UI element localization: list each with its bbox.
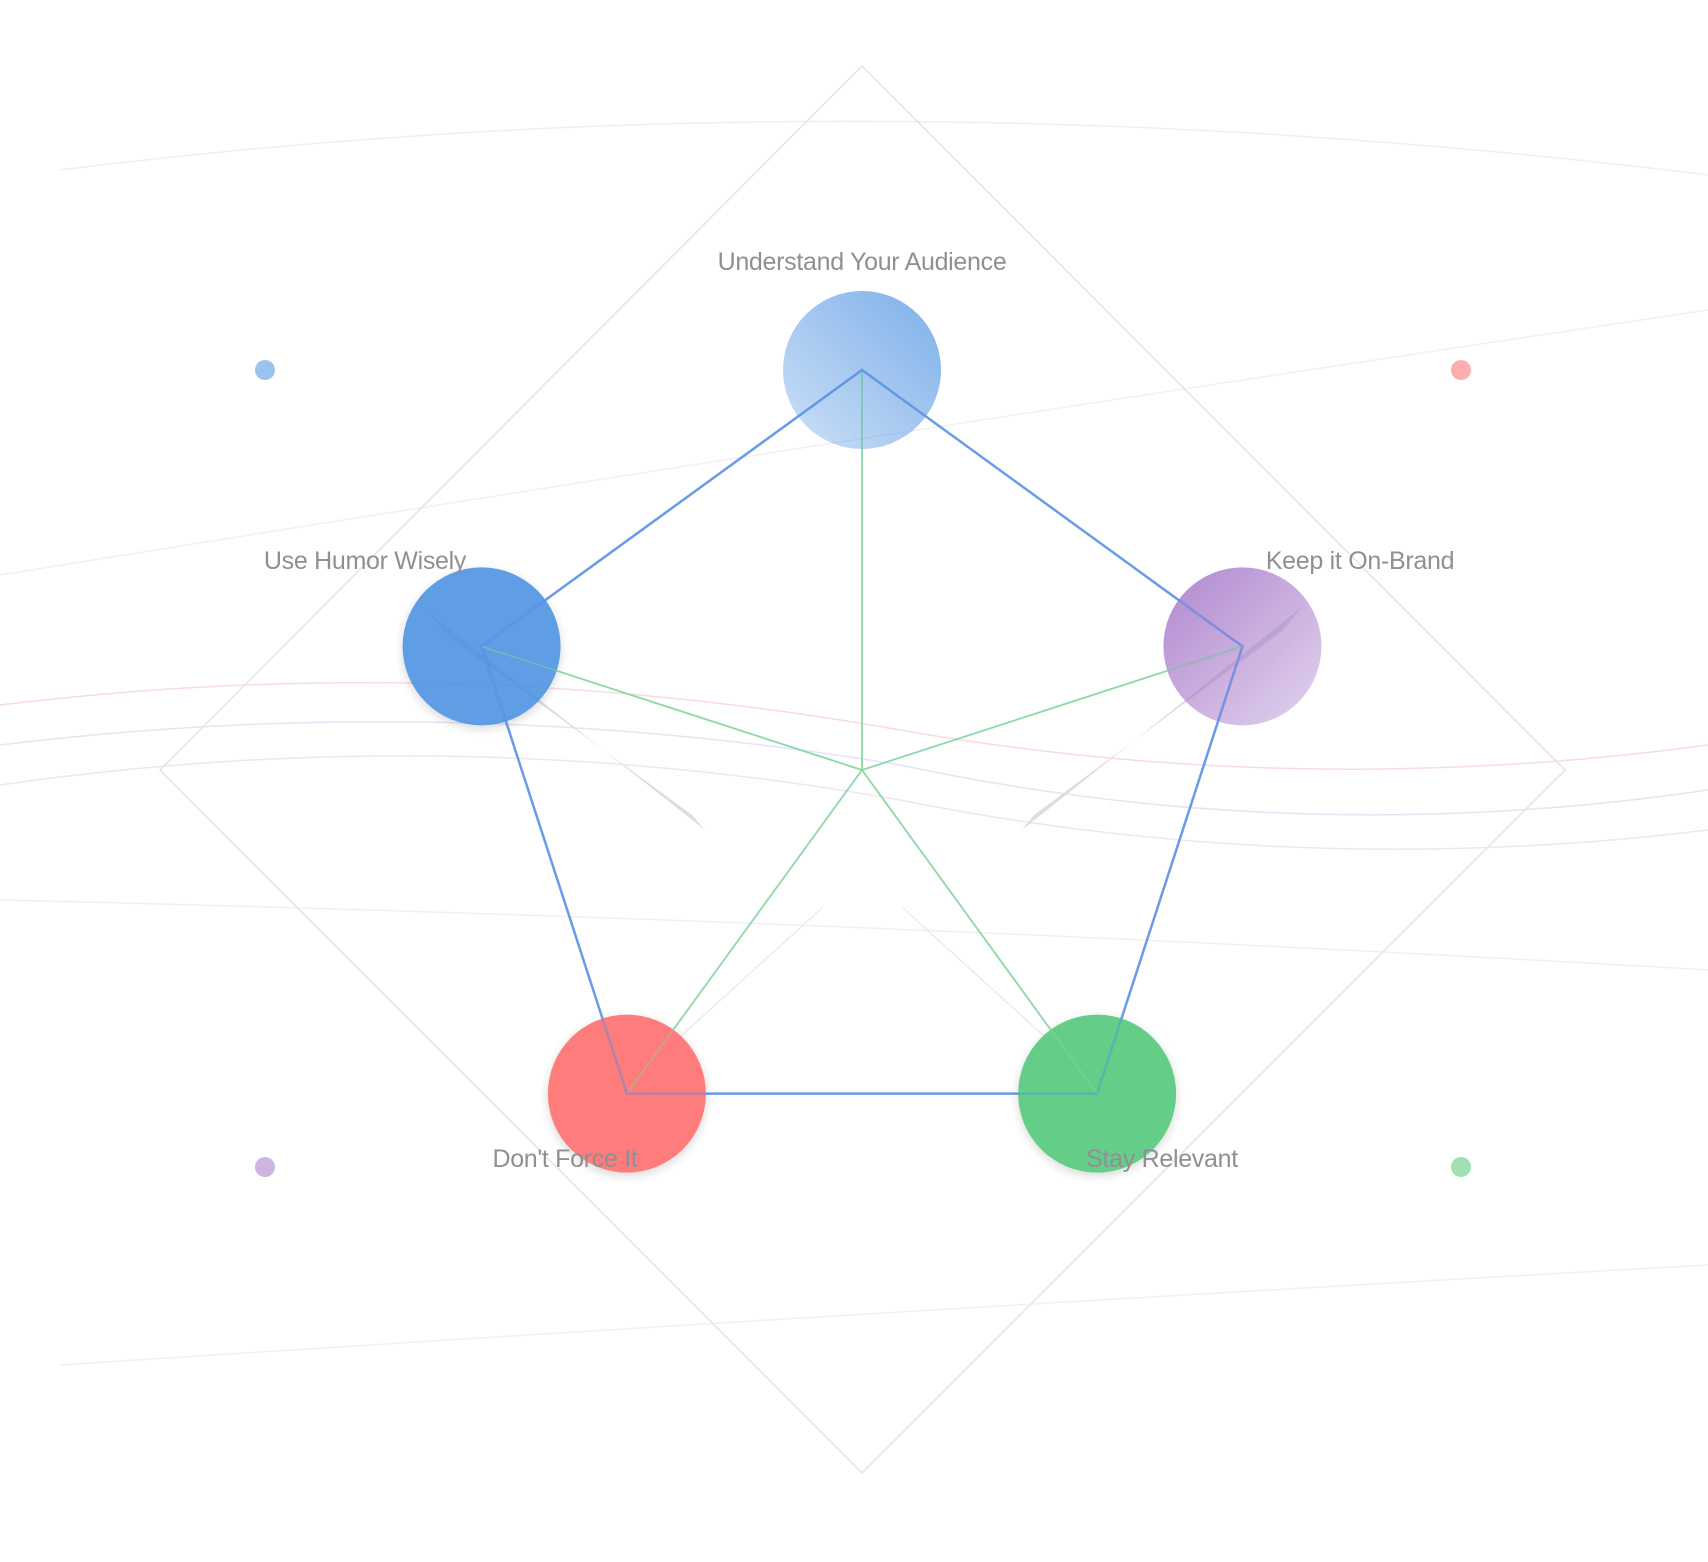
edge-overlay-2	[1096, 646, 1244, 1094]
bg-curve-pink	[0, 681, 1708, 770]
background-curves	[0, 120, 1708, 1366]
spoke-overlay-dont-force-it	[626, 769, 863, 1095]
decor-dot-top-right	[1451, 360, 1471, 380]
edge-overlay-1	[861, 369, 1244, 648]
label-dont-force-it: Don't Force It	[492, 1145, 637, 1173]
bg-curve-lower	[0, 899, 1708, 971]
label-stay-relevant: Stay Relevant	[1086, 1145, 1238, 1173]
spoke-overlay-keep-it-on-brand	[861, 645, 1243, 771]
overlay-lines	[480, 369, 1244, 1095]
decor-dot-bottom-right	[1451, 1157, 1471, 1177]
label-use-humor-wisely: Use Humor Wisely	[264, 547, 467, 575]
edge-overlay-5	[480, 369, 863, 648]
decor-dot-bottom-left	[255, 1157, 275, 1177]
label-understand-your-audience: Understand Your Audience	[718, 248, 1007, 276]
bg-curve-rose	[0, 755, 1708, 850]
spoke-overlay-use-humor-wisely	[481, 645, 863, 771]
inner-guide-left	[659, 907, 823, 1056]
bg-curve-lavender	[0, 720, 1708, 816]
decor-dot-top-left	[255, 360, 275, 380]
edge-overlay-4	[480, 646, 628, 1094]
inner-guide-right	[902, 907, 1066, 1056]
bg-curve-bottom	[59, 1264, 1708, 1366]
nodes	[402, 291, 1322, 1173]
label-keep-it-on-brand: Keep it On-Brand	[1266, 547, 1454, 575]
spoke-overlay-stay-relevant	[861, 769, 1098, 1095]
diamond-outline	[158, 64, 1567, 1475]
corner-dots	[255, 360, 1471, 1177]
bg-curve-top	[59, 120, 1708, 176]
diamond-frame	[158, 64, 1567, 1475]
